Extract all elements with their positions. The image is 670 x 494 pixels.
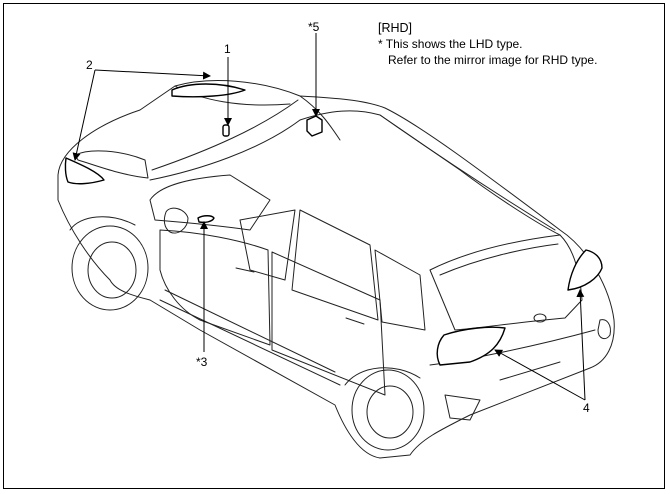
- callout-4: 4: [583, 401, 590, 415]
- rear-hatch: [429, 234, 583, 331]
- note-title: [RHD]: [378, 21, 413, 35]
- component-1: [222, 124, 230, 137]
- rear-wheel: [351, 369, 425, 451]
- leader-2b: [72, 69, 96, 161]
- car-body-outline: [57, 80, 615, 459]
- windshield: [149, 174, 271, 231]
- front-wheel: [71, 225, 149, 311]
- rear-lamp-part-4-left: [436, 326, 506, 366]
- rear-side-window: [291, 209, 379, 321]
- callout-2: 2: [86, 58, 93, 72]
- front-door: [159, 229, 271, 346]
- front-side-window: [239, 209, 296, 281]
- note-block: [RHD] * This shows the LHD type. Refer t…: [378, 20, 597, 68]
- rear-door: [271, 251, 386, 396]
- front-lamp-part-2: [64, 157, 105, 185]
- note-line-1: * This shows the LHD type.: [378, 37, 523, 51]
- component-5: [306, 115, 323, 137]
- rear-lamp-part-4-right: [567, 249, 603, 291]
- component-3: [197, 215, 215, 224]
- diagram-frame: [3, 3, 665, 489]
- note-line-2: Refer to the mirror image for RHD type.: [388, 53, 598, 67]
- side-mirror: [163, 207, 189, 234]
- leader-2a: [94, 69, 211, 80]
- callout-5: *5: [308, 20, 320, 34]
- leader-4b: [576, 289, 586, 401]
- roof-outline: [149, 110, 561, 236]
- leader-4a: [494, 349, 586, 401]
- roof-lamp-part-2: [171, 83, 246, 98]
- callout-1: 1: [224, 42, 231, 56]
- callout-3: *3: [196, 355, 208, 369]
